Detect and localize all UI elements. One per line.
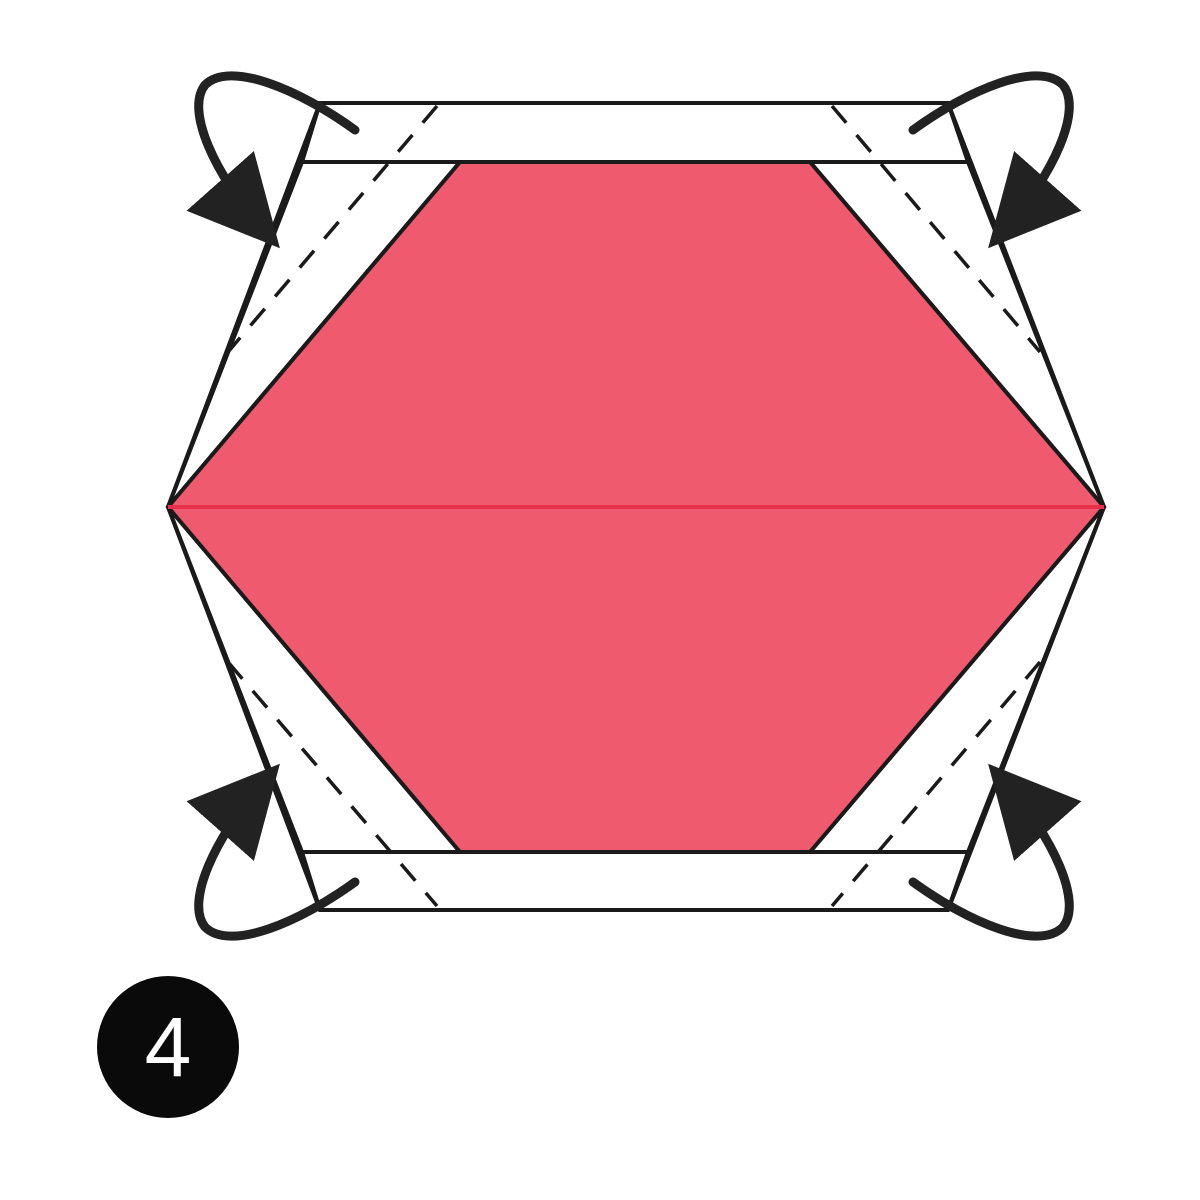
colored-paper [165, 160, 1107, 854]
step-number-badge: 4 [97, 976, 239, 1118]
fold-line-top-right [830, 104, 1042, 354]
fold-line-bottom-left [226, 660, 439, 908]
curved-fold-arrow-icon [186, 71, 360, 249]
step-number: 4 [144, 1000, 192, 1094]
fold-arrows [186, 71, 1082, 941]
top-strip [299, 101, 971, 164]
curved-fold-arrow-icon [186, 763, 360, 941]
curved-fold-arrow-icon [908, 71, 1082, 249]
bottom-strip [299, 850, 971, 912]
fold-line-top-left [226, 104, 439, 354]
valley-fold-lines [226, 104, 1042, 908]
curved-fold-arrow-icon [908, 763, 1082, 941]
fold-line-bottom-right [830, 660, 1042, 908]
